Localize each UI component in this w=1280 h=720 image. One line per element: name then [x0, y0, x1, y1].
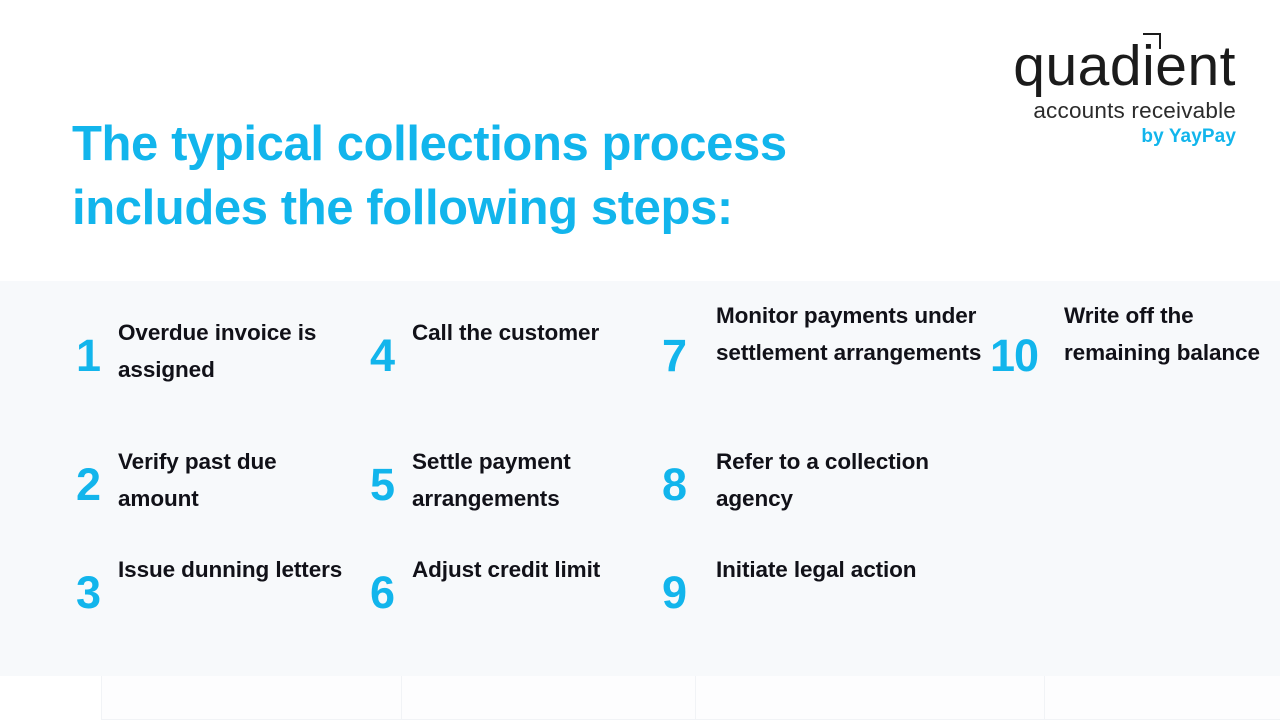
bottom-strip — [0, 676, 1280, 720]
step-number-5: 5 — [370, 459, 395, 510]
bottom-strip-divider-2 — [401, 676, 402, 720]
step-label-3: Issue dunning letters — [118, 557, 343, 582]
bottom-strip-divider-3 — [695, 676, 696, 720]
bottom-strip-cell-2 — [402, 676, 695, 719]
step-label-7: Monitor payments under settlement arrang… — [716, 303, 982, 365]
page-title: The typical collections process includes… — [72, 112, 892, 240]
step-number-10: 10 — [990, 330, 1039, 381]
bottom-strip-cell-1 — [102, 676, 401, 719]
bottom-strip-cell-3 — [696, 676, 1044, 719]
step-item-3: 3 Issue dunning letters — [76, 551, 356, 616]
step-item-2: 2 Verify past due amount — [76, 443, 356, 517]
steps-panel: 1 Overdue invoice is assigned 2 Verify p… — [0, 281, 1280, 676]
step-number-7: 7 — [662, 330, 687, 381]
step-label-8: Refer to a collection agency — [716, 449, 929, 511]
step-item-9: 9 Initiate legal action — [662, 551, 1001, 616]
logo-subtitle: accounts receivable — [1033, 98, 1236, 123]
step-item-6: 6 Adjust credit limit — [370, 551, 652, 616]
step-number-1: 1 — [76, 330, 101, 381]
bottom-strip-divider-4 — [1044, 676, 1045, 720]
step-label-5: Settle payment arrangements — [412, 449, 571, 511]
step-label-6: Adjust credit limit — [412, 557, 601, 582]
step-item-5: 5 Settle payment arrangements — [370, 443, 652, 517]
step-number-4: 4 — [370, 330, 395, 381]
step-label-10: Write off the remaining balance — [1064, 303, 1260, 365]
logo-byline: by YayPay — [1141, 126, 1236, 147]
logo-wordmark-i-letter: i — [1142, 34, 1156, 98]
step-item-1: 1 Overdue invoice is assigned — [76, 314, 356, 388]
bottom-strip-cell-4 — [1045, 676, 1280, 719]
corner-bracket-icon — [1143, 33, 1162, 49]
step-number-6: 6 — [370, 567, 395, 618]
page-title-line-2: includes the following steps: — [72, 181, 733, 235]
step-label-2: Verify past due amount — [118, 449, 277, 511]
step-number-9: 9 — [662, 567, 687, 618]
logo-wordmark-part-2: ent — [1155, 34, 1236, 98]
page-title-line-1: The typical collections process — [72, 117, 787, 171]
step-label-4: Call the customer — [412, 320, 600, 345]
step-number-8: 8 — [662, 459, 687, 510]
step-label-9: Initiate legal action — [716, 557, 917, 582]
step-item-10: 10 Write off the remaining balance — [990, 297, 1264, 379]
bottom-strip-divider-1 — [101, 676, 102, 720]
step-number-3: 3 — [76, 567, 101, 618]
step-item-8: 8 Refer to a collection agency — [662, 443, 1001, 517]
step-number-2: 2 — [76, 459, 101, 510]
logo-wordmark-part-1: quad — [1013, 34, 1143, 98]
step-item-7: 7 Monitor payments under settlement arra… — [662, 297, 1001, 379]
logo-wordmark-i: i — [1142, 33, 1162, 95]
header-section: The typical collections process includes… — [0, 0, 1280, 281]
step-item-4: 4 Call the customer — [370, 314, 652, 379]
step-label-1: Overdue invoice is assigned — [118, 320, 317, 382]
